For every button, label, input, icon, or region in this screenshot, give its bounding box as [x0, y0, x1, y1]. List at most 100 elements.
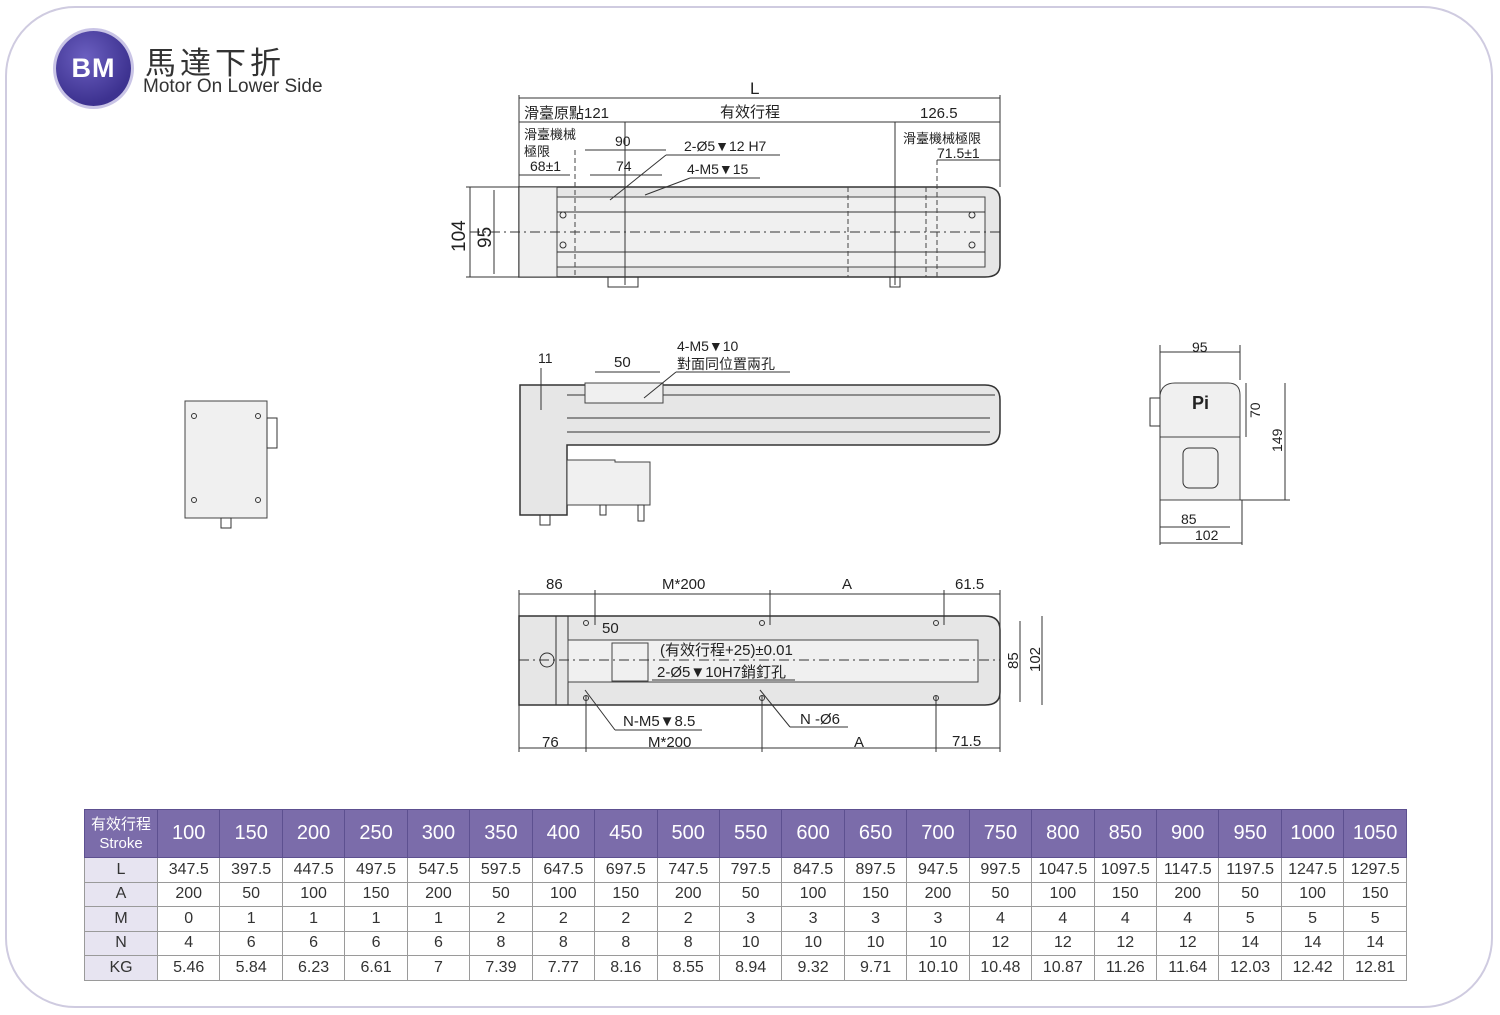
- table-cell: 10.87: [1031, 955, 1095, 981]
- row-label: L: [84, 857, 158, 883]
- dim-102-end: 102: [1195, 527, 1219, 543]
- label-stroke: 有效行程: [720, 104, 780, 121]
- bm-logo: BM: [56, 31, 131, 106]
- title-english: Motor On Lower Side: [143, 76, 323, 97]
- table-cell: 4: [156, 930, 221, 956]
- note-tap-m5: 4-M5▼10: [677, 338, 739, 354]
- table-cell: 4: [1155, 906, 1220, 932]
- stroke-column-header: 100: [156, 809, 221, 858]
- stroke-column-header: 1050: [1343, 809, 1407, 858]
- dim-102-bottom: 102: [1027, 647, 1044, 672]
- table-cell: 5.84: [219, 955, 283, 981]
- table-cell: 150: [594, 881, 658, 907]
- title-chinese: 馬達下折: [145, 46, 285, 82]
- note-pin-hole: 2-Ø5▼12 H7: [684, 138, 767, 154]
- table-cell: 50: [1218, 881, 1282, 907]
- table-cell: 6.23: [281, 955, 346, 981]
- table-cell: 11.26: [1093, 955, 1158, 981]
- table-cell: 12: [1031, 930, 1095, 956]
- table-cell: 1197.5: [1218, 857, 1282, 883]
- dim-149: 149: [1269, 428, 1285, 452]
- table-cell: 200: [1155, 881, 1220, 907]
- table-cell: 5.46: [156, 955, 221, 981]
- table-cell: 8: [531, 930, 596, 956]
- table-cell: 100: [1280, 881, 1345, 907]
- table-cell: 14: [1218, 930, 1282, 956]
- dim-m200-bottom: M*200: [648, 734, 691, 751]
- table-cell: 12: [1155, 930, 1220, 956]
- label-mech-limit-right: 滑臺機械極限: [903, 131, 981, 146]
- table-cell: 1047.5: [1031, 857, 1095, 883]
- logo-text: BM: [71, 53, 116, 83]
- table-cell: 3: [843, 906, 908, 932]
- table-cell: 8: [594, 930, 658, 956]
- table-cell: 1147.5: [1155, 857, 1220, 883]
- table-cell: 2: [594, 906, 658, 932]
- table-cell: 100: [281, 881, 346, 907]
- table-cell: 897.5: [843, 857, 908, 883]
- table-cell: 9.71: [843, 955, 908, 981]
- table-cell: 1097.5: [1093, 857, 1158, 883]
- table-cell: 200: [656, 881, 720, 907]
- stroke-column-header: 200: [281, 809, 346, 858]
- bottom-view: 86 M*200 A 61.5 50 (有效行程+25)±0.01 2-Ø5▼1…: [518, 576, 1044, 752]
- table-cell: 100: [1031, 881, 1095, 907]
- stroke-column-header: 300: [406, 809, 471, 858]
- row-label: M: [84, 906, 158, 932]
- table-cell: 8.94: [718, 955, 783, 981]
- stroke-column-header: 400: [531, 809, 596, 858]
- table-cell: 1: [281, 906, 346, 932]
- table-cell: 8: [656, 930, 720, 956]
- table-cell: 200: [906, 881, 970, 907]
- table-cell: 397.5: [219, 857, 283, 883]
- dim-71-5: 71.5±1: [937, 145, 980, 161]
- dim-104: 104: [449, 220, 470, 252]
- table-cell: 347.5: [156, 857, 221, 883]
- table-cell: 10.10: [906, 955, 970, 981]
- stroke-column-header: 450: [594, 809, 658, 858]
- table-cell: 150: [1343, 881, 1407, 907]
- motor-end-view: [184, 400, 278, 529]
- table-cell: 200: [156, 881, 221, 907]
- brand-mark: Pi: [1192, 393, 1209, 413]
- stroke-column-header: 250: [344, 809, 408, 858]
- table-cell: 847.5: [781, 857, 845, 883]
- table-cell: 1: [219, 906, 283, 932]
- dim-70: 70: [1247, 402, 1263, 418]
- dim-74: 74: [616, 158, 632, 174]
- table-cell: 10: [843, 930, 908, 956]
- table-cell: 1297.5: [1343, 857, 1407, 883]
- stroke-header-en: Stroke: [99, 834, 143, 852]
- table-cell: 5: [1218, 906, 1282, 932]
- stroke-column-header: 600: [781, 809, 845, 858]
- table-cell: 11.64: [1155, 955, 1220, 981]
- row-label: A: [84, 881, 158, 907]
- label-mech-limit-left-1: 滑臺機械: [524, 127, 576, 142]
- table-cell: 4: [968, 906, 1033, 932]
- dim-76: 76: [542, 734, 559, 751]
- table-cell: 6: [406, 930, 471, 956]
- side-view: 11 50 4-M5▼10 對面同位置兩孔: [519, 338, 1001, 526]
- stroke-column-header: 950: [1218, 809, 1282, 858]
- table-cell: 12.81: [1343, 955, 1407, 981]
- stroke-column-header: 800: [1031, 809, 1095, 858]
- table-cell: 6: [219, 930, 283, 956]
- dim-L: L: [750, 79, 759, 98]
- table-cell: 3: [781, 906, 845, 932]
- table-cell: 647.5: [531, 857, 596, 883]
- table-cell: 10: [906, 930, 970, 956]
- table-cell: 697.5: [594, 857, 658, 883]
- dim-126-5: 126.5: [920, 105, 958, 122]
- table-cell: 12.03: [1218, 955, 1282, 981]
- table-cell: 6: [344, 930, 408, 956]
- table-cell: 14: [1343, 930, 1407, 956]
- table-cell: 10: [718, 930, 783, 956]
- table-cell: 2: [531, 906, 596, 932]
- table-cell: 6: [281, 930, 346, 956]
- table-cell: 8: [469, 930, 533, 956]
